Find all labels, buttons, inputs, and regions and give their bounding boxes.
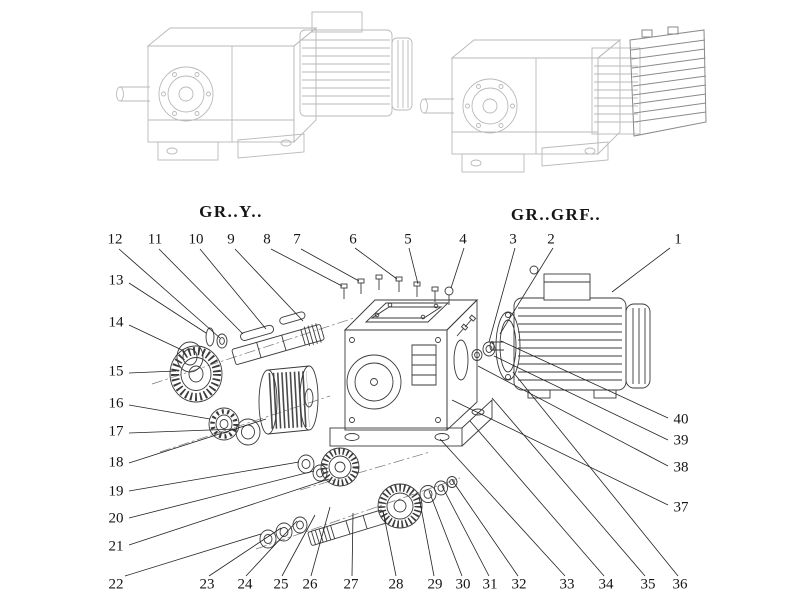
model-label-right: GR..GRF..: [510, 205, 602, 224]
fan-cover: [625, 303, 651, 389]
shaft-key: [240, 324, 274, 341]
output-shaft: [120, 86, 150, 102]
callout-20: 20: [108, 510, 124, 527]
callout-8: 8: [263, 231, 271, 248]
motor-shaft: [492, 341, 504, 351]
callout-30: 30: [455, 576, 471, 593]
brake-fin-block: [629, 26, 707, 137]
callout-32: 32: [511, 576, 527, 593]
callout-37: 37: [673, 499, 689, 516]
callout-19: 19: [108, 483, 124, 500]
output-shaft: [231, 324, 325, 365]
callout-7: 7: [293, 231, 301, 248]
callout-13: 13: [108, 272, 124, 289]
callout-3: 3: [509, 231, 517, 248]
callout-5: 5: [404, 231, 412, 248]
callout-15: 15: [108, 363, 124, 380]
eye-bolt: [444, 286, 454, 296]
callout-12: 12: [107, 231, 123, 248]
callout-9: 9: [227, 231, 235, 248]
shaft-key: [279, 311, 306, 325]
callout-35: 35: [640, 576, 656, 593]
gearbox-housing: [147, 45, 295, 143]
callout-39: 39: [673, 432, 689, 449]
large-helical-gear: [258, 365, 319, 435]
callout-17: 17: [108, 423, 124, 440]
output-flange: [169, 345, 223, 403]
motor: [489, 265, 651, 399]
motor-body: [299, 29, 393, 117]
callout-16: 16: [108, 395, 124, 412]
bearing-cover: [176, 341, 204, 373]
callout-24: 24: [237, 576, 253, 593]
callout-4: 4: [459, 231, 467, 248]
pinion-shaft: [307, 509, 387, 546]
top-fasteners: [340, 274, 454, 305]
assembled-gearmotor-brake-drawing: [420, 26, 707, 173]
gear-housing: [329, 298, 493, 447]
callout-14: 14: [108, 314, 124, 331]
callout-21: 21: [108, 538, 124, 555]
callout-25: 25: [273, 576, 289, 593]
mounting-foot: [157, 141, 219, 161]
second-shaft-assembly: [259, 476, 458, 549]
callout-23: 23: [199, 576, 215, 593]
callout-2: 2: [547, 231, 555, 248]
intermediate-gear-set: [297, 447, 360, 487]
callout-29: 29: [427, 576, 443, 593]
motor-shaft-parts: [456, 314, 496, 361]
terminal-box: [543, 273, 591, 301]
callout-31: 31: [482, 576, 498, 593]
output-shaft: [424, 98, 454, 114]
assembled-gearmotor-foot-drawing: [116, 11, 413, 161]
callout-6: 6: [349, 231, 357, 248]
callout-40: 40: [673, 411, 689, 428]
callout-38: 38: [673, 459, 689, 476]
exploded-view-drawing: [151, 265, 651, 550]
seal-ring: [205, 327, 215, 347]
callout-34: 34: [598, 576, 614, 593]
motor-body: [513, 297, 627, 391]
callout-33: 33: [559, 576, 575, 593]
gearbox-housing: [451, 57, 599, 155]
callout-26: 26: [302, 576, 318, 593]
fan-cover: [391, 37, 413, 111]
mounting-foot: [461, 153, 525, 173]
callout-1: 1: [674, 231, 682, 248]
mounting-base: [329, 427, 463, 447]
spur-gear: [377, 483, 423, 529]
callout-36: 36: [672, 576, 688, 593]
motor-body: [591, 47, 641, 135]
callout-28: 28: [388, 576, 404, 593]
callout-10: 10: [188, 231, 204, 248]
model-label-left: GR..Y..: [199, 202, 263, 221]
output-bearings: [208, 407, 261, 446]
output-shaft-assembly: [169, 311, 325, 403]
callout-11: 11: [147, 231, 163, 248]
motor-flange: [495, 311, 521, 381]
callout-27: 27: [343, 576, 359, 593]
leader-lines: [118, 247, 679, 577]
terminal-box: [311, 11, 363, 33]
callout-18: 18: [108, 454, 124, 471]
callout-22: 22: [108, 576, 124, 593]
